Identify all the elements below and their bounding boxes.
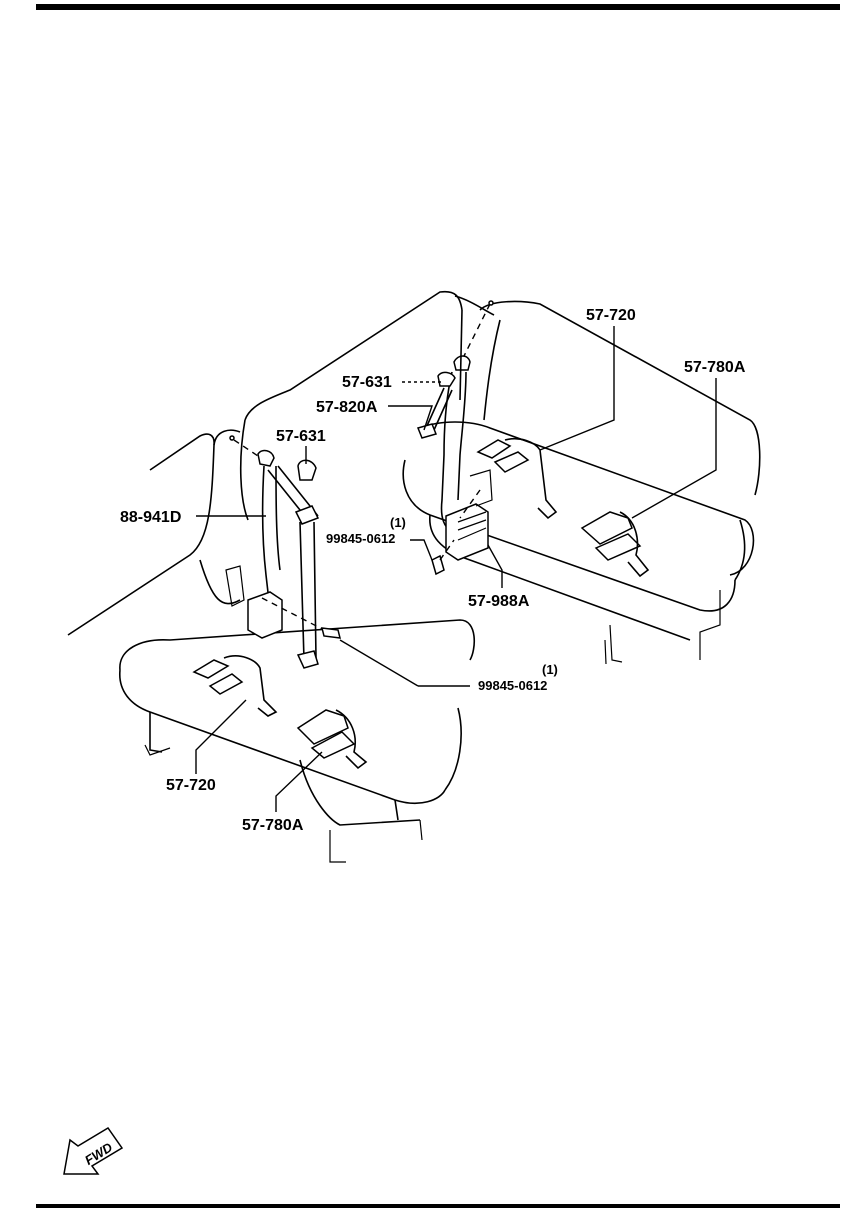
- label-57-720-left: 57-720: [166, 777, 216, 794]
- right-seat-drawing: [402, 295, 761, 665]
- label-bolt-qty-lower: (1): [542, 662, 558, 677]
- left-seat-drawing: [67, 290, 476, 863]
- label-57-631-upper: 57-631: [342, 374, 392, 391]
- label-88-941d: 88-941D: [120, 509, 181, 526]
- label-bolt-qty-upper: (1): [390, 515, 406, 530]
- label-57-720-right: 57-720: [586, 307, 636, 324]
- right-belt-assembly: [416, 300, 494, 576]
- label-99845-0612-lower: 99845-0612: [478, 678, 547, 693]
- left-belt-assembly: [225, 435, 341, 669]
- label-57-988a: 57-988A: [468, 593, 530, 610]
- label-99845-0612-upper: 99845-0612: [326, 531, 395, 546]
- top-border-rule: [36, 4, 840, 10]
- label-57-631-lower: 57-631: [276, 428, 326, 445]
- label-57-780a-right: 57-780A: [684, 359, 746, 376]
- fwd-arrow-icon: FWD: [63, 1126, 124, 1175]
- label-57-820a: 57-820A: [316, 399, 378, 416]
- label-57-780a-left: 57-780A: [242, 817, 304, 834]
- bottom-border-rule: [36, 1204, 840, 1208]
- leader-lines: [195, 326, 717, 812]
